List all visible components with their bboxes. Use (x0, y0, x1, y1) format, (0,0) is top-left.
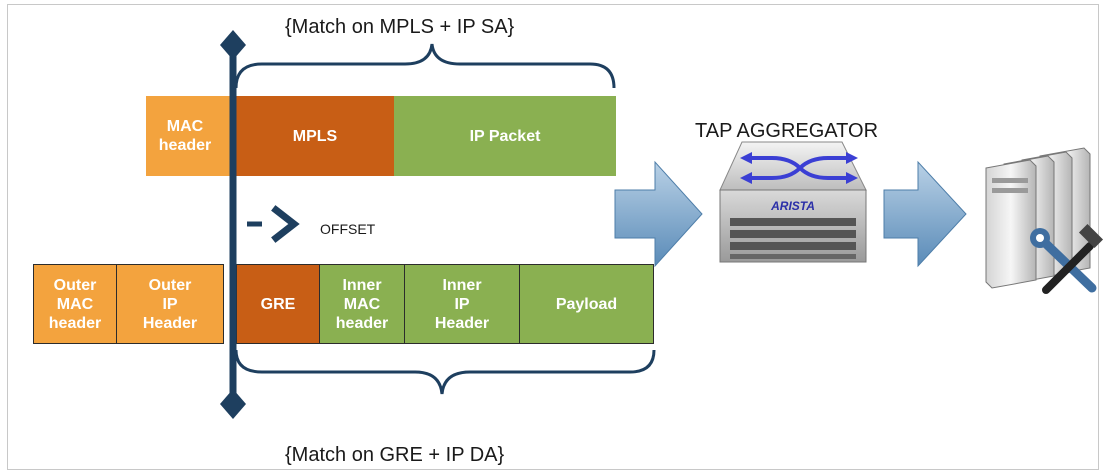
bottom-brace (234, 349, 656, 395)
outer-mac-header-block: Outer MAC header (33, 264, 117, 344)
server-tools-icon (985, 147, 1104, 294)
inner-ip-header-label: Inner IP Header (434, 276, 490, 332)
outer-ip-header-block: Outer IP Header (116, 264, 224, 344)
outer-mac-header-label: Outer MAC header (48, 276, 102, 332)
top-match-caption: {Match on MPLS + IP SA} (285, 16, 515, 38)
outer-ip-header-label: Outer IP Header (142, 276, 198, 332)
mpls-block: MPLS (236, 96, 394, 176)
gre-label: GRE (260, 295, 296, 313)
flow-arrow-icon (614, 160, 703, 268)
gre-block: GRE (236, 264, 320, 344)
tap-aggregator-label: TAP AGGREGATOR (695, 120, 879, 142)
payload-block: Payload (519, 264, 654, 344)
top-brace (234, 43, 616, 89)
inner-ip-header-block: Inner IP Header (404, 264, 520, 344)
offset-line-top-diamond (220, 30, 246, 60)
offset-label: OFFSET (320, 221, 376, 237)
network-switch-icon: ARISTA (719, 141, 867, 263)
ip-packet-block: IP Packet (394, 96, 616, 176)
inner-mac-header-block: Inner MAC header (319, 264, 405, 344)
mpls-label: MPLS (292, 127, 338, 145)
top-mac-header-label: MAC header (158, 118, 212, 154)
inner-mac-header-label: Inner MAC header (335, 276, 389, 332)
ip-packet-label: IP Packet (469, 127, 541, 145)
top-mac-header-block: MAC header (146, 96, 232, 176)
flow-arrow-icon (883, 160, 967, 268)
switch-brand-label: ARISTA (770, 199, 815, 213)
offset-line-bottom-diamond (220, 389, 246, 419)
offset-chevron-icon (247, 205, 300, 243)
payload-label: Payload (555, 295, 618, 313)
bottom-match-caption: {Match on GRE + IP DA} (285, 444, 505, 466)
